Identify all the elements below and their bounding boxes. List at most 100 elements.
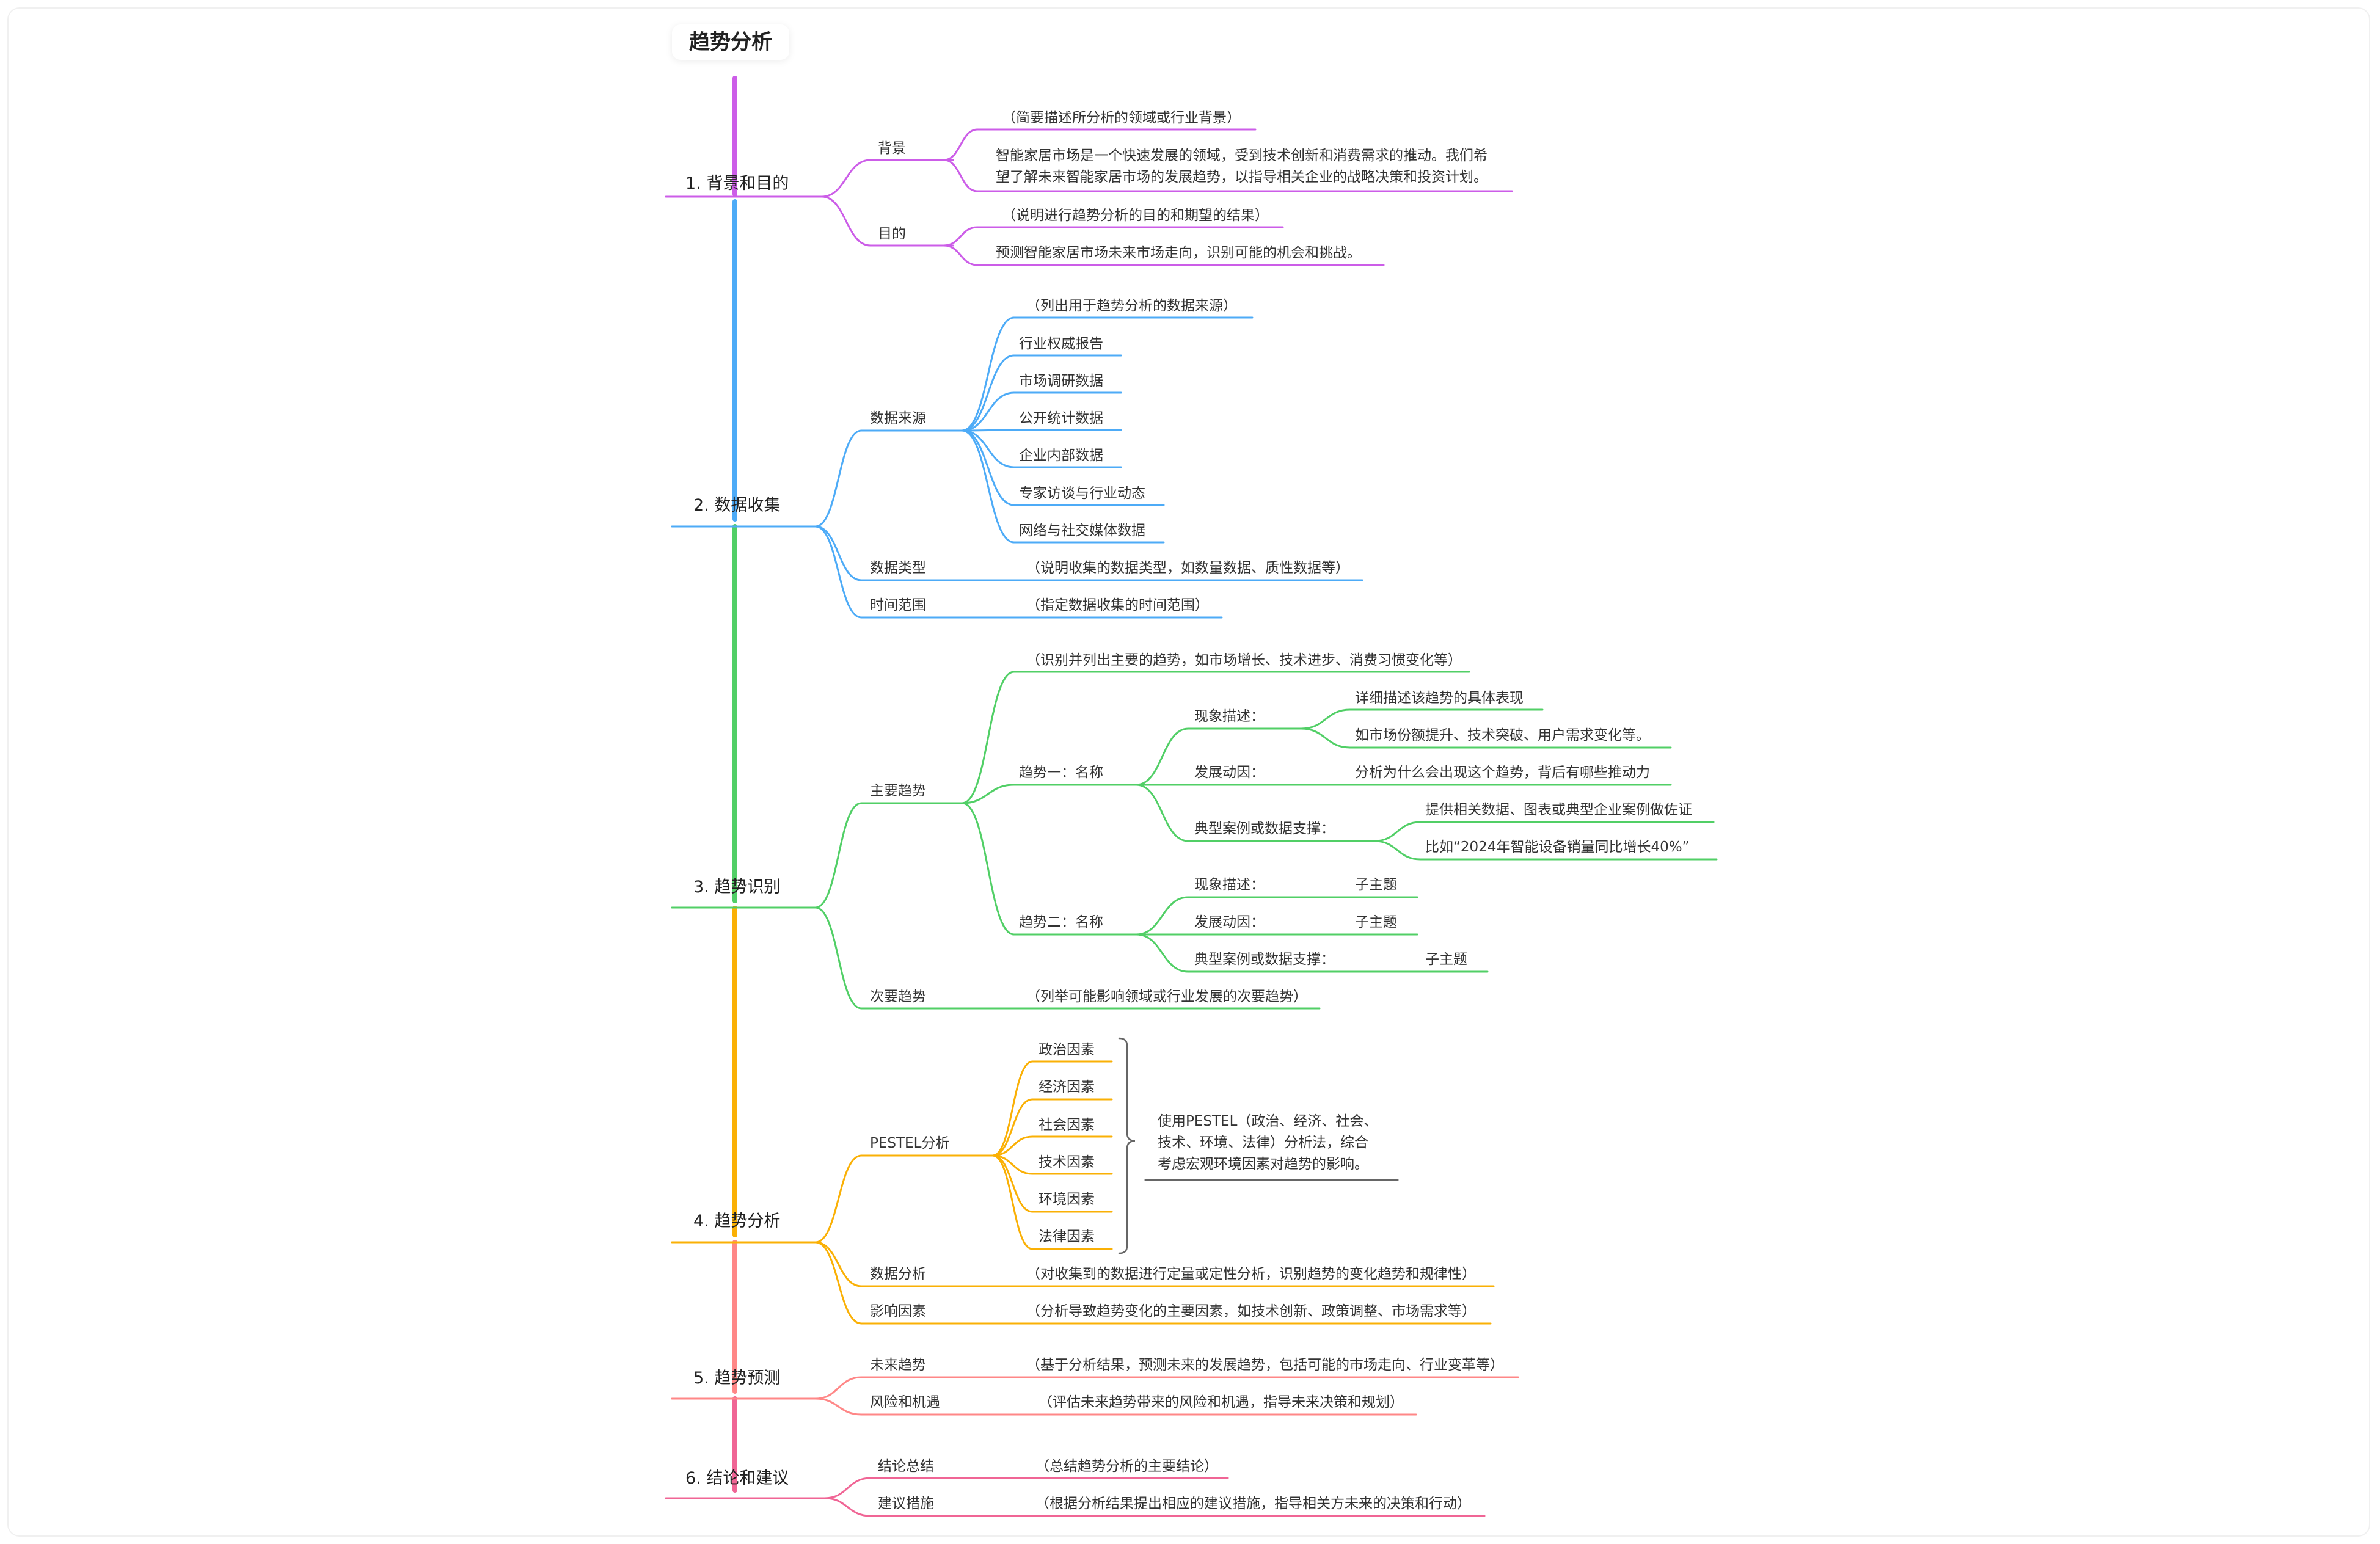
future-trend[interactable]: 未来趋势	[870, 1357, 926, 1373]
trend-two-phenomenon-sub[interactable]: 子主题	[1355, 877, 1397, 893]
pestel-environment[interactable]: 环境因素	[1039, 1192, 1095, 1207]
data-source-item-5[interactable]: 专家访谈与行业动态	[1019, 486, 1145, 501]
pestel-political[interactable]: 政治因素	[1039, 1042, 1095, 1058]
trend-one[interactable]: 趋势一：名称	[1019, 765, 1103, 781]
trend-one-case[interactable]: 典型案例或数据支撑：	[1194, 821, 1335, 837]
conclusion-summary-hint[interactable]: （总结趋势分析的主要结论）	[1035, 1458, 1218, 1474]
connector-line	[814, 802, 863, 909]
trend-two-phenomenon[interactable]: 现象描述：	[1194, 877, 1265, 893]
connector-line	[961, 671, 1015, 804]
connector-line	[961, 429, 1015, 468]
section-3-topic[interactable]: 3. 趋势识别	[693, 878, 781, 897]
pestel-summary-line3[interactable]: 考虑宏观环境因素对趋势的影响。	[1158, 1156, 1368, 1172]
connector-line	[943, 226, 979, 247]
purpose-text[interactable]: 预测智能家居市场未来市场走向，识别可能的机会和挑战。	[996, 245, 1361, 261]
connector-line	[943, 159, 979, 192]
connector-line	[814, 1397, 863, 1416]
section-1-topic[interactable]: 1. 背景和目的	[685, 174, 789, 193]
connector-line	[961, 354, 1015, 432]
root-label: 趋势分析	[689, 30, 772, 54]
background-text-line1[interactable]: 智能家居市场是一个快速发展的领域，受到技术创新和消费需求的推动。我们希	[996, 148, 1488, 164]
section-4-topic[interactable]: 4. 趋势分析	[693, 1212, 781, 1231]
trend-one-driver[interactable]: 发展动因：	[1194, 765, 1265, 781]
canvas-frame	[7, 7, 2370, 1537]
time-range[interactable]: 时间范围	[870, 597, 926, 613]
pestel-technology[interactable]: 技术因素	[1039, 1154, 1095, 1170]
connector-line	[823, 1497, 872, 1517]
connector-line	[991, 1154, 1034, 1175]
pestel-economic[interactable]: 经济因素	[1039, 1079, 1095, 1095]
connector-line	[961, 429, 1015, 506]
connector-line	[814, 1241, 863, 1325]
section-5-topic[interactable]: 5. 趋势预测	[693, 1369, 781, 1388]
secondary-trend[interactable]: 次要趋势	[870, 989, 926, 1005]
trend-one-case-detail-1[interactable]: 提供相关数据、图表或典型企业案例做佐证	[1425, 802, 1692, 818]
connector-line	[814, 429, 863, 528]
secondary-trend-hint[interactable]: （列举可能影响领域或行业发展的次要趋势）	[1026, 989, 1307, 1005]
purpose-hint[interactable]: （说明进行趋势分析的目的和期望的结果）	[1002, 208, 1269, 224]
data-source-item-4[interactable]: 企业内部数据	[1019, 448, 1103, 464]
trend-one-phenomenon-detail-2[interactable]: 如市场份额提升、技术突破、用户需求变化等。	[1355, 727, 1650, 743]
section-1-background[interactable]: 背景	[878, 140, 906, 156]
trend-two-driver[interactable]: 发展动因：	[1194, 914, 1265, 930]
section-2-topic[interactable]: 2. 数据收集	[693, 496, 781, 515]
connector-line	[823, 1477, 872, 1499]
risk-opportunity-hint[interactable]: （评估未来趋势带来的风险和机遇，指导未来决策和规划）	[1039, 1394, 1404, 1410]
section-6-topic[interactable]: 6. 结论和建议	[685, 1469, 789, 1488]
background-text-line2[interactable]: 望了解未来智能家居市场的发展趋势，以指导相关企业的战略决策和投资计划。	[996, 169, 1488, 185]
connector-line	[1135, 933, 1189, 973]
connector-line	[961, 391, 1015, 432]
conclusion-summary[interactable]: 结论总结	[878, 1458, 934, 1474]
trend-one-phenomenon[interactable]: 现象描述：	[1194, 708, 1265, 724]
pestel-summary-line2[interactable]: 技术、环境、法律）分析法，综合	[1158, 1135, 1368, 1151]
root-topic[interactable]: 趋势分析	[672, 24, 789, 60]
trend-two[interactable]: 趋势二：名称	[1019, 914, 1103, 930]
trend-two-driver-sub[interactable]: 子主题	[1355, 914, 1397, 930]
data-analysis-hint[interactable]: （对收集到的数据进行定量或定性分析，识别趋势的变化趋势和规律性）	[1026, 1266, 1476, 1282]
data-type-hint[interactable]: （说明收集的数据类型，如数量数据、质性数据等）	[1026, 560, 1349, 576]
trend-one-case-detail-2[interactable]: 比如“2024年智能设备销量同比增长40%”	[1425, 839, 1690, 855]
data-source-item-1[interactable]: 行业权威报告	[1019, 336, 1103, 352]
trend-two-case[interactable]: 典型案例或数据支撑：	[1194, 952, 1335, 967]
time-range-hint[interactable]: （指定数据收集的时间范围）	[1026, 597, 1209, 613]
data-source[interactable]: 数据来源	[870, 410, 926, 426]
connector-line	[814, 1376, 863, 1400]
connector-line	[961, 784, 1015, 804]
pestel-social[interactable]: 社会因素	[1039, 1117, 1095, 1133]
connector-line	[1373, 840, 1422, 861]
background-hint[interactable]: （简要描述所分析的领域或行业背景）	[1002, 110, 1241, 126]
main-trend[interactable]: 主要趋势	[870, 783, 926, 799]
connector-line	[1135, 727, 1189, 786]
pestel-summary-line1[interactable]: 使用PESTEL（政治、经济、社会、	[1158, 1113, 1378, 1129]
connector-line	[820, 159, 872, 198]
pestel-analysis[interactable]: PESTEL分析	[870, 1135, 950, 1151]
risk-opportunity[interactable]: 风险和机遇	[870, 1394, 940, 1410]
connector-line	[943, 244, 979, 266]
suggestion-measures-hint[interactable]: （根据分析结果提出相应的建议措施，指导相关方未来的决策和行动）	[1035, 1496, 1471, 1512]
future-trend-hint[interactable]: （基于分析结果，预测未来的发展趋势，包括可能的市场走向、行业变革等）	[1026, 1357, 1504, 1373]
data-source-hint[interactable]: （列出用于趋势分析的数据来源）	[1026, 298, 1237, 314]
main-trend-hint[interactable]: （识别并列出主要的趋势，如市场增长、技术进步、消费习惯变化等）	[1026, 652, 1462, 668]
connector-line	[1135, 896, 1189, 936]
data-source-item-6[interactable]: 网络与社交媒体数据	[1019, 523, 1145, 539]
influence-factors[interactable]: 影响因素	[870, 1303, 926, 1319]
connector-line	[961, 429, 1015, 544]
trend-one-phenomenon-detail-1[interactable]: 详细描述该趋势的具体表现	[1355, 690, 1524, 706]
suggestion-measures[interactable]: 建议措施	[878, 1496, 934, 1512]
data-analysis[interactable]: 数据分析	[870, 1266, 926, 1282]
influence-factors-hint[interactable]: （分析导致趋势变化的主要因素，如技术创新、政策调整、市场需求等）	[1026, 1303, 1476, 1319]
data-source-item-2[interactable]: 市场调研数据	[1019, 373, 1103, 389]
connector-line	[1135, 784, 1189, 842]
pestel-legal[interactable]: 法律因素	[1039, 1229, 1095, 1245]
data-type[interactable]: 数据类型	[870, 560, 926, 576]
connector-line	[991, 1135, 1034, 1157]
connector-line	[961, 802, 1015, 936]
trend-one-driver-detail[interactable]: 分析为什么会出现这个趋势，背后有哪些推动力	[1355, 765, 1650, 781]
connector-line	[991, 1154, 1034, 1250]
trend-two-case-sub[interactable]: 子主题	[1425, 952, 1467, 967]
data-source-item-3[interactable]: 公开统计数据	[1019, 410, 1103, 426]
section-1-purpose[interactable]: 目的	[878, 226, 906, 242]
connector-line	[943, 128, 979, 161]
